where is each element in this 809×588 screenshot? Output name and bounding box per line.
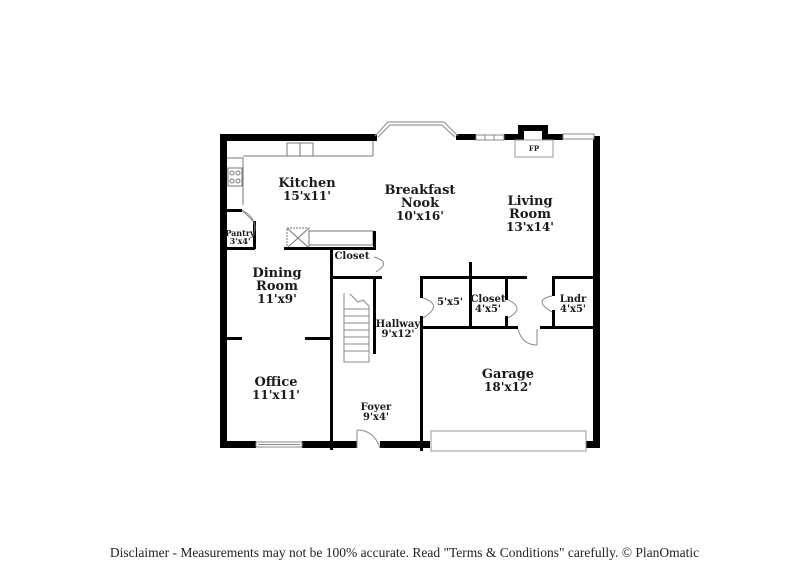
kitchen-counters	[227, 141, 374, 249]
fireplace-label: FP	[528, 144, 540, 153]
exterior-walls	[220, 125, 600, 448]
room-label-office: Office 11'x11'	[252, 375, 300, 402]
room-label-dining-room: Dining Room 11'x9'	[252, 266, 302, 306]
windows	[255, 133, 595, 448]
room-label-breakfast-nook: Breakfast Nook 10'x16'	[384, 183, 456, 223]
doors	[241, 209, 553, 449]
room-label-pantry: Pantry 3'x4'	[225, 228, 255, 246]
fireplace	[514, 139, 554, 158]
room-label-living-room: Living Room 13'x14'	[506, 194, 554, 234]
disclaimer-text: Disclaimer - Measurements may not be 100…	[109, 545, 700, 560]
room-label-hallway: Hallway 9'x12'	[375, 319, 421, 340]
garage-door	[430, 430, 587, 452]
room-label-laundry: Lndr 4'x5'	[559, 294, 587, 315]
interior-walls	[227, 209, 595, 451]
bay-window	[374, 121, 459, 138]
room-label-kitchen: Kitchen 15'x11'	[278, 176, 336, 203]
room-label-closet-lower: Closet 4'x5'	[470, 294, 506, 315]
room-label-foyer: Foyer 9'x4'	[360, 402, 392, 423]
staircase	[343, 293, 370, 363]
room-label-garage: Garage 18'x12'	[481, 367, 535, 394]
room-label-storage-5x5: 5'x5'	[436, 297, 464, 308]
room-label-closet-upper: Closet	[334, 251, 370, 262]
